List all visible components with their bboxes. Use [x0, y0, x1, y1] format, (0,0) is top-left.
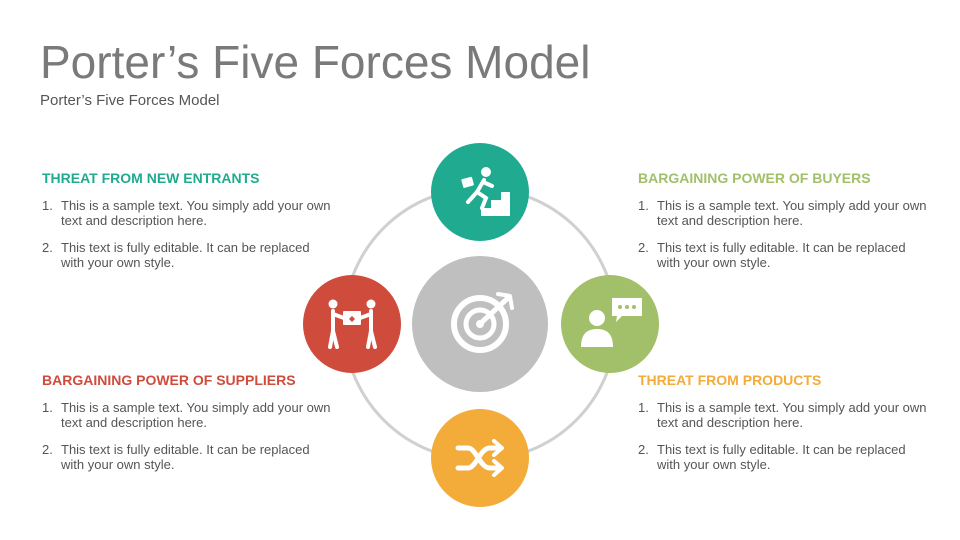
node-circle	[561, 275, 659, 373]
list-item: 2. This text is fully editable. It can be…	[42, 240, 332, 270]
center-node	[412, 256, 548, 392]
node-new-entrants	[431, 143, 529, 241]
list-number: 2.	[42, 240, 53, 255]
shuffle-icon	[455, 439, 504, 477]
page-subtitle: Porter’s Five Forces Model	[40, 92, 220, 109]
list-text: This is a sample text. You simply add yo…	[61, 198, 331, 228]
handover-icon	[328, 299, 377, 349]
force-list: 1. This is a sample text. You simply add …	[638, 198, 928, 270]
force-list: 1. This is a sample text. You simply add …	[42, 400, 332, 472]
force-suppliers: BARGAINING POWER OF SUPPLIERS 1. This is …	[42, 372, 332, 484]
list-text: This text is fully editable. It can be r…	[61, 442, 310, 472]
list-number: 1.	[638, 400, 649, 415]
node-suppliers	[303, 275, 401, 373]
list-item: 2. This text is fully editable. It can be…	[638, 442, 928, 472]
list-number: 1.	[638, 198, 649, 213]
target-icon	[451, 292, 514, 353]
force-heading: BARGAINING POWER OF BUYERS	[638, 170, 871, 186]
list-number: 2.	[42, 442, 53, 457]
list-text: This text is fully editable. It can be r…	[657, 442, 906, 472]
node-products	[431, 409, 529, 507]
list-item: 2. This text is fully editable. It can be…	[638, 240, 928, 270]
list-number: 1.	[42, 400, 53, 415]
list-item: 1. This is a sample text. You simply add …	[42, 198, 332, 228]
force-heading: BARGAINING POWER OF SUPPLIERS	[42, 372, 296, 388]
runner-stairs-icon	[461, 167, 510, 216]
list-item: 1. This is a sample text. You simply add …	[638, 400, 928, 430]
force-heading: THREAT FROM PRODUCTS	[638, 372, 822, 388]
force-new-entrants: THREAT FROM NEW ENTRANTS 1. This is a sam…	[42, 170, 332, 282]
page-title: Porter’s Five Forces Model	[40, 36, 591, 88]
node-buyers	[561, 275, 659, 373]
force-buyers: BARGAINING POWER OF BUYERS 1. This is a s…	[638, 170, 928, 282]
list-text: This is a sample text. You simply add yo…	[657, 400, 927, 430]
list-item: 2. This text is fully editable. It can be…	[42, 442, 332, 472]
force-list: 1. This is a sample text. You simply add …	[42, 198, 332, 270]
list-number: 2.	[638, 240, 649, 255]
list-number: 1.	[42, 198, 53, 213]
list-item: 1. This is a sample text. You simply add …	[42, 400, 332, 430]
list-text: This text is fully editable. It can be r…	[61, 240, 310, 270]
list-text: This text is fully editable. It can be r…	[657, 240, 906, 270]
list-text: This is a sample text. You simply add yo…	[657, 198, 927, 228]
customer-chat-icon	[581, 298, 642, 347]
list-number: 2.	[638, 442, 649, 457]
list-item: 1. This is a sample text. You simply add …	[638, 198, 928, 228]
list-text: This is a sample text. You simply add yo…	[61, 400, 331, 430]
force-products: THREAT FROM PRODUCTS 1. This is a sample …	[638, 372, 928, 484]
force-list: 1. This is a sample text. You simply add …	[638, 400, 928, 472]
force-heading: THREAT FROM NEW ENTRANTS	[42, 170, 260, 186]
